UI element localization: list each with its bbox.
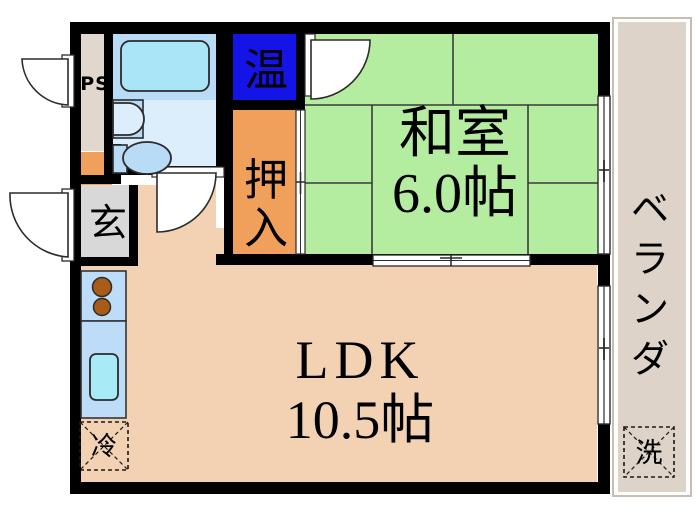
washitsu-ldk-fusuma[interactable] [372,254,531,267]
pipe-space-label: PS [80,73,110,95]
balcony-label-char3: ン [631,287,669,331]
refrigerator-label: 冷 [91,432,117,462]
wall-closet-left [224,33,233,262]
wall-bath-left [104,33,113,173]
wall-heater-bottom [232,100,300,110]
washbasin [112,99,145,139]
wall-closet-bottom [216,254,305,265]
entrance-floor-fill [78,185,138,265]
balcony-label-char4: ダ [631,337,669,381]
wall-exterior-right-upper [598,22,610,96]
closet-label-char2: 入 [244,203,288,254]
balcony-outline [612,17,692,497]
washitsu-size-label: 6.0帖 [392,163,518,225]
ldk-name-label: LDK [296,330,425,390]
closet-sliding-door[interactable] [295,109,306,255]
entrance-label: 玄 [89,201,127,245]
bathtub [113,34,216,100]
wall-exterior-right-lower [598,424,610,494]
washitsu-door[interactable] [304,33,371,100]
wall-entry-top [70,175,121,184]
closet-label: 押 入 [244,155,288,254]
balcony-label: ベ ラ ン ダ [631,187,669,381]
stove-two-burner [80,270,127,322]
balcony-fill [618,22,686,492]
closet-fill [232,110,300,262]
ldk-floor-fill [80,228,597,493]
kitchen-sink [80,320,127,419]
ps-door[interactable] [21,54,75,108]
wall-entry-right [129,185,138,265]
washer-label: 洗 [636,438,663,469]
closet-label-char1: 押 [244,155,288,206]
water-heater-label: 温 [244,45,288,96]
toilet [112,141,172,175]
balcony-label-char1: ベ [631,187,669,231]
wall-bath-right [216,33,225,173]
ldk-size-label: 10.5帖 [286,390,435,450]
exterior-glazing-group [597,95,611,425]
refrigerator-marker: 冷 [79,421,129,471]
wall-entry-bottom [70,257,138,266]
balcony-label-char2: ラ [631,237,669,281]
washitsu-name-label: 和室 [399,103,511,165]
washitsu-balcony-window[interactable] [597,95,611,255]
washer-marker: 洗 [623,426,675,478]
tatami-grid [305,33,602,261]
wall-exterior-bottom [70,482,610,494]
entrance-door[interactable] [9,188,75,262]
water-heater-fill [232,33,300,100]
wall-exterior-top [70,22,610,34]
ldk-balcony-window[interactable] [597,285,611,425]
